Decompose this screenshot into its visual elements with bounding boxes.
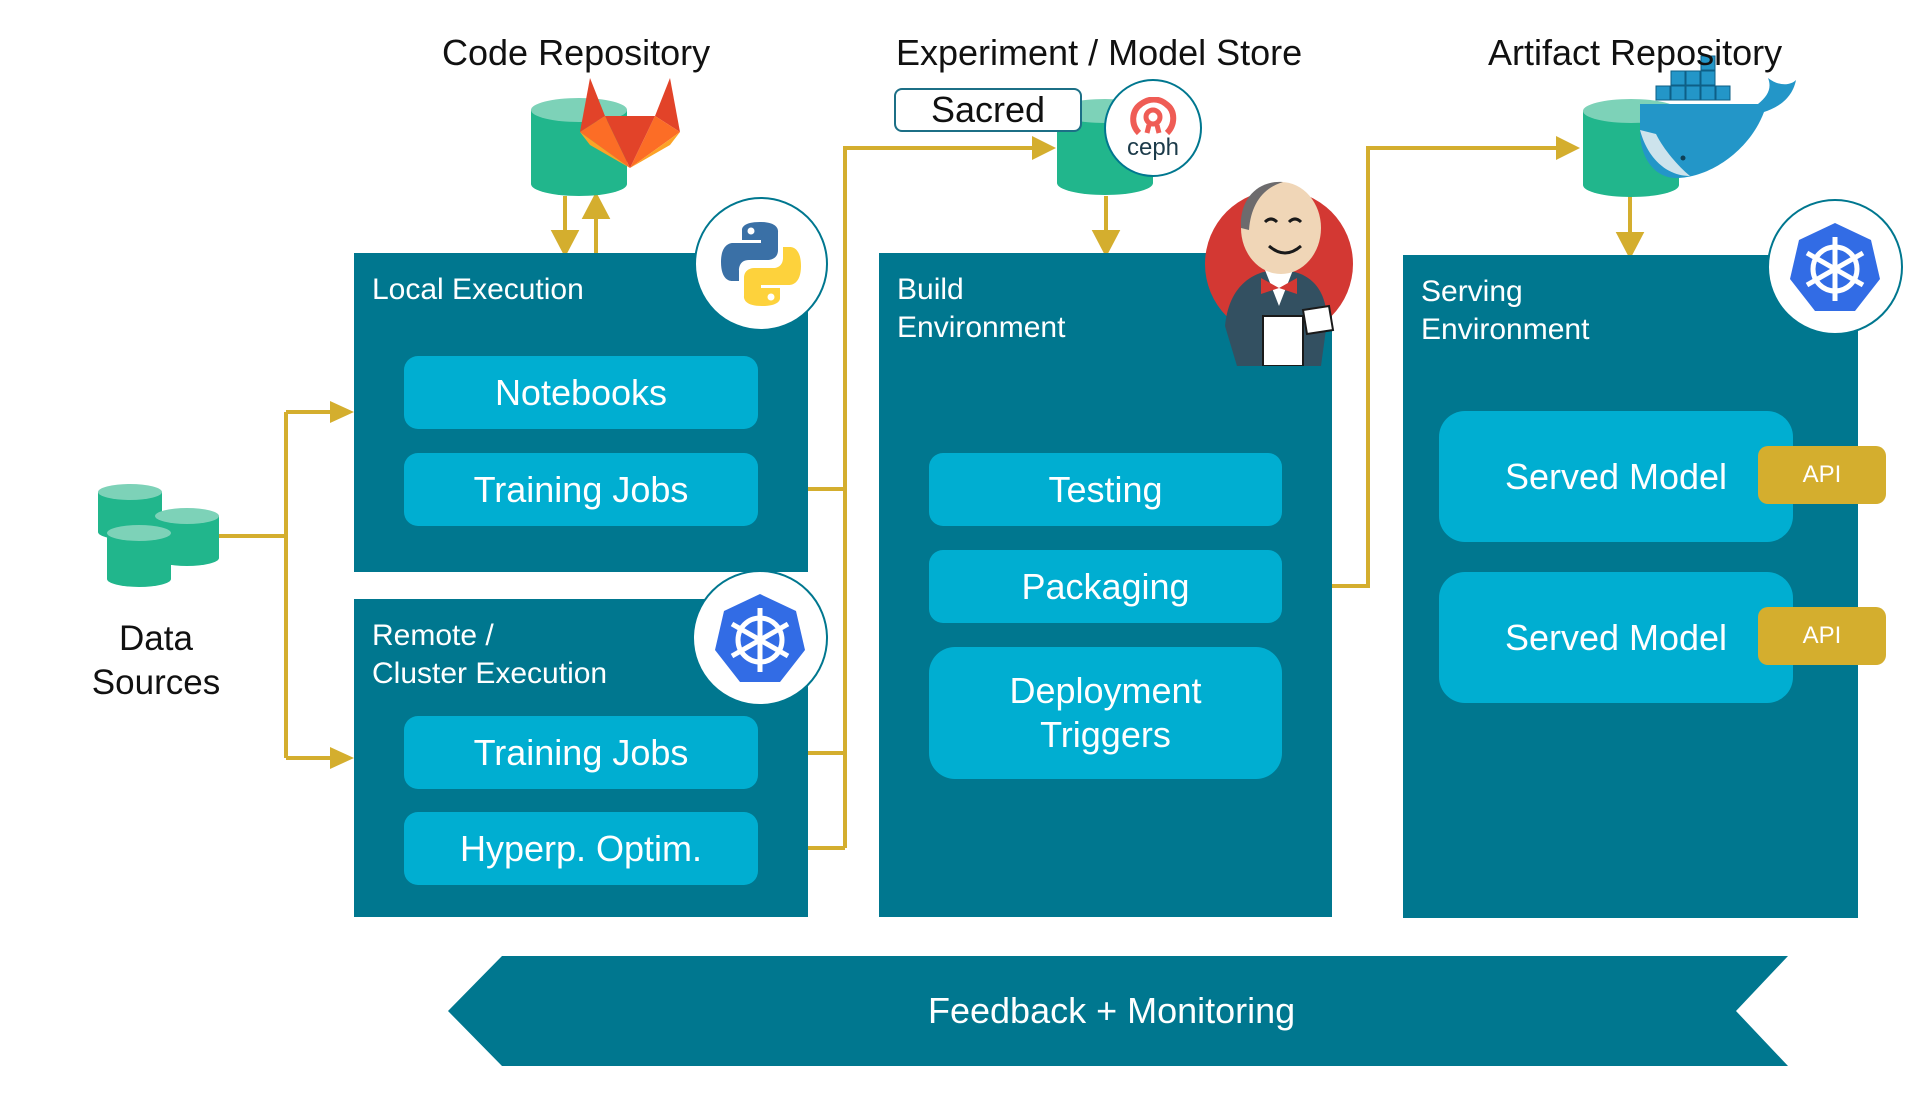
served-model-label: Served Model <box>1504 616 1728 658</box>
arrowheads-data-sources <box>330 401 354 769</box>
pill-deployment-triggers: Deployment Triggers <box>929 647 1282 779</box>
pill-notebooks: Notebooks <box>404 356 758 429</box>
data-sources-label: Data Sources <box>91 619 221 702</box>
connector-data-sources <box>218 407 340 763</box>
docker-whale-icon <box>1640 55 1796 178</box>
panel-title: Remote / Cluster Execution <box>372 619 608 690</box>
kubernetes-logo-icon <box>692 570 828 706</box>
connector-store-to-build <box>1091 196 1121 258</box>
panel-remote-execution: Remote / Cluster Execution Training Jobs… <box>354 599 808 917</box>
api-badge-1: API <box>1758 446 1886 504</box>
kubernetes-logo-icon <box>1767 199 1903 335</box>
served-model-1: Served Model <box>1439 411 1793 542</box>
data-sources-database-icon <box>98 484 219 587</box>
panel-build-environment: Build Environment Testing Packaging Depl… <box>879 253 1332 917</box>
panel-title: Build Environment <box>897 273 1066 344</box>
pill-hyperparameter-optimization: Hyperp. Optim. <box>404 812 758 885</box>
served-model-2: Served Model <box>1439 572 1793 703</box>
gitlab-icon <box>580 78 680 168</box>
sacred-tag: Sacred <box>894 88 1082 132</box>
feedback-banner-shape <box>448 956 1788 1066</box>
panel-title: Serving Environment <box>1421 275 1590 346</box>
ceph-label: ceph <box>1126 134 1180 161</box>
arrowhead-experiment-store <box>1032 136 1056 160</box>
served-model-label: Served Model <box>1504 455 1728 497</box>
connector-artifact-to-serving <box>1615 196 1645 260</box>
python-logo-icon <box>694 197 828 331</box>
feedback-monitoring-label: Feedback + Monitoring <box>928 990 1296 1031</box>
arrowhead-artifact-repo <box>1556 136 1580 160</box>
ceph-logo-icon: ceph <box>1104 79 1202 177</box>
pill-testing: Testing <box>929 453 1282 526</box>
api-badge-2: API <box>1758 607 1886 665</box>
pill-training-jobs-remote: Training Jobs <box>404 716 758 789</box>
panel-serving-environment: Serving Environment Served Model Served … <box>1403 255 1858 918</box>
panel-local-execution: Local Execution Notebooks Training Jobs <box>354 253 808 572</box>
jenkins-logo-icon <box>1203 166 1355 367</box>
panel-title: Local Execution <box>372 273 584 306</box>
pill-training-jobs-local: Training Jobs <box>404 453 758 526</box>
heading-experiment-store: Experiment / Model Store <box>896 32 1303 73</box>
pill-packaging: Packaging <box>929 550 1282 623</box>
heading-code-repository: Code Repository <box>442 32 711 73</box>
heading-artifact-repository: Artifact Repository <box>1488 32 1783 73</box>
connector-code-repo <box>550 191 611 258</box>
